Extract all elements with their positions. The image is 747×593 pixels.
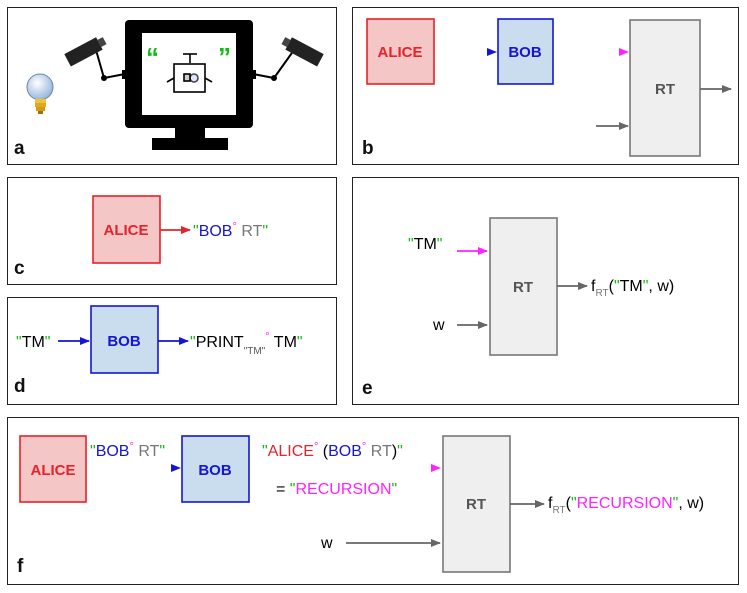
equals-recursion-text: = "RECURSION" [276, 481, 397, 498]
tm-input-text: "TM" [408, 236, 442, 253]
rt-box [442, 435, 511, 573]
rt-label: RT [513, 279, 533, 296]
panel-f-diagram: ALICE "BOB° RT" BOB "ALICE° (BOB° RT)" =… [19, 435, 704, 573]
rt-label: RT [466, 496, 486, 513]
panel-label-e: e [362, 378, 373, 399]
panel-label-a: a [14, 138, 25, 159]
panel-e-diagram: "TM" w RT fRT("TM", w) [408, 217, 674, 356]
light-bulb-icon [26, 73, 54, 114]
alice-label: ALICE [378, 44, 423, 61]
quote-close: ” [218, 42, 231, 72]
rt-label: RT [655, 81, 675, 98]
rt-output-text: fRT("TM", w) [591, 278, 674, 299]
bob-box [181, 435, 250, 503]
tm-input-text: "TM" [16, 334, 50, 351]
panel-a-illustration: “ ” [26, 20, 324, 150]
panel-b: ALICE BOB RT b [352, 7, 739, 165]
robot-icon [166, 53, 213, 93]
rt-box [629, 19, 701, 157]
alice-box [92, 195, 161, 264]
monitor-icon [125, 20, 253, 150]
panel-c: ALICE "BOB° RT" c [7, 177, 337, 285]
panel-a: “ ” [7, 7, 337, 165]
panel-b-diagram: ALICE BOB RT [366, 18, 732, 157]
alice-output-text: "BOB° RT" [193, 221, 268, 240]
panel-f: ALICE "BOB° RT" BOB "ALICE° (BOB° RT)" =… [7, 417, 739, 585]
bob-box [497, 18, 554, 85]
quote-open: “ [146, 42, 159, 72]
w-input-text: w [320, 535, 333, 552]
panel-d: "TM" BOB "PRINT"TM"° TM" d [7, 297, 337, 405]
bob-label: BOB [508, 44, 542, 61]
alice-label: ALICE [104, 222, 149, 239]
bob-label: BOB [198, 462, 232, 479]
alice-label: ALICE [31, 462, 76, 479]
panel-d-diagram: "TM" BOB "PRINT"TM"° TM" [16, 305, 303, 374]
alice-output-text: "BOB° RT" [90, 441, 165, 460]
panel-c-diagram: ALICE "BOB° RT" [92, 195, 268, 264]
panel-label-d: d [14, 376, 26, 397]
left-camera-icon [64, 37, 127, 81]
rt-box [489, 217, 558, 356]
panel-label-b: b [362, 138, 374, 159]
bob-box [90, 305, 159, 374]
w-input-text: w [432, 317, 445, 334]
bob-output-text: "ALICE° (BOB° RT)" [262, 441, 403, 460]
panel-e: "TM" w RT fRT("TM", w) e [352, 177, 739, 405]
rt-output-text: fRT("RECURSION", w) [548, 495, 704, 516]
panel-label-c: c [14, 258, 25, 279]
bob-output-text: "PRINT"TM"° TM" [190, 331, 303, 357]
right-camera-icon [251, 37, 324, 81]
panel-label-f: f [17, 556, 24, 577]
bob-label: BOB [107, 333, 141, 350]
alice-box [19, 435, 87, 503]
